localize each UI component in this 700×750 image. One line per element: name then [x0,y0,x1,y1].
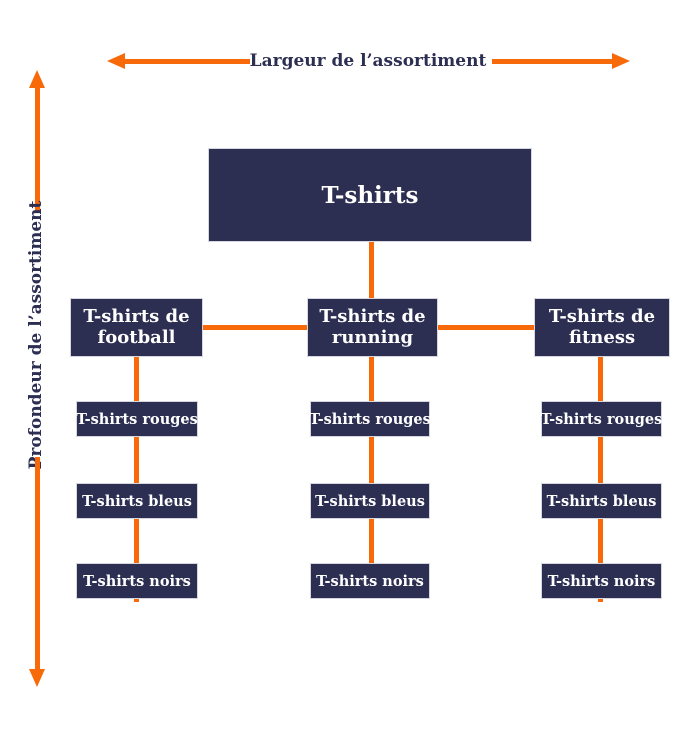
leaf-box-fitness-bleus: T-shirts bleus [541,483,662,519]
connector-column-fitness [598,357,603,602]
leaf-box-football-rouges: T-shirts rouges [76,401,198,437]
category-box-football: T-shirts de football [70,298,203,357]
leaf-box-football-bleus: T-shirts bleus [76,483,198,519]
leaf-box-football-noirs: T-shirts noirs [76,563,198,599]
width-axis-right-shaft [492,59,614,64]
depth-axis-bottom-shaft [35,457,40,671]
leaf-label: T-shirts bleus [82,492,192,510]
category-label: T-shirts de running [319,305,426,348]
leaf-label: T-shirts rouges [540,410,663,428]
category-box-running: T-shirts de running [307,298,438,357]
leaf-label: T-shirts noirs [83,572,191,590]
category-label: T-shirts de fitness [548,305,656,348]
arrow-down-icon [29,669,45,687]
depth-axis-label: Profondeur de l’assortiment [26,200,46,470]
leaf-box-running-rouges: T-shirts rouges [309,401,431,437]
width-axis-label: Largeur de l’assortiment [249,51,487,71]
arrow-up-icon [29,70,45,88]
leaf-label: T-shirts rouges [76,410,198,428]
arrow-left-icon [107,53,125,69]
leaf-label: T-shirts rouges [309,410,431,428]
arrow-right-icon [612,53,630,69]
leaf-box-running-noirs: T-shirts noirs [310,563,430,599]
leaf-label: T-shirts bleus [315,492,425,510]
leaf-box-fitness-rouges: T-shirts rouges [541,401,662,437]
connector-column-football [134,357,139,602]
leaf-label: T-shirts noirs [547,572,656,590]
category-box-fitness: T-shirts de fitness [534,298,670,357]
root-box-label: T-shirts [321,181,419,209]
leaf-box-fitness-noirs: T-shirts noirs [541,563,662,599]
leaf-label: T-shirts noirs [316,572,424,590]
width-axis-left-shaft [122,59,250,64]
root-box-tshirts: T-shirts [208,148,532,242]
leaf-label: T-shirts bleus [546,492,657,510]
leaf-box-running-bleus: T-shirts bleus [310,483,430,519]
depth-axis-top-shaft [35,86,40,212]
category-label: T-shirts de football [83,305,190,348]
